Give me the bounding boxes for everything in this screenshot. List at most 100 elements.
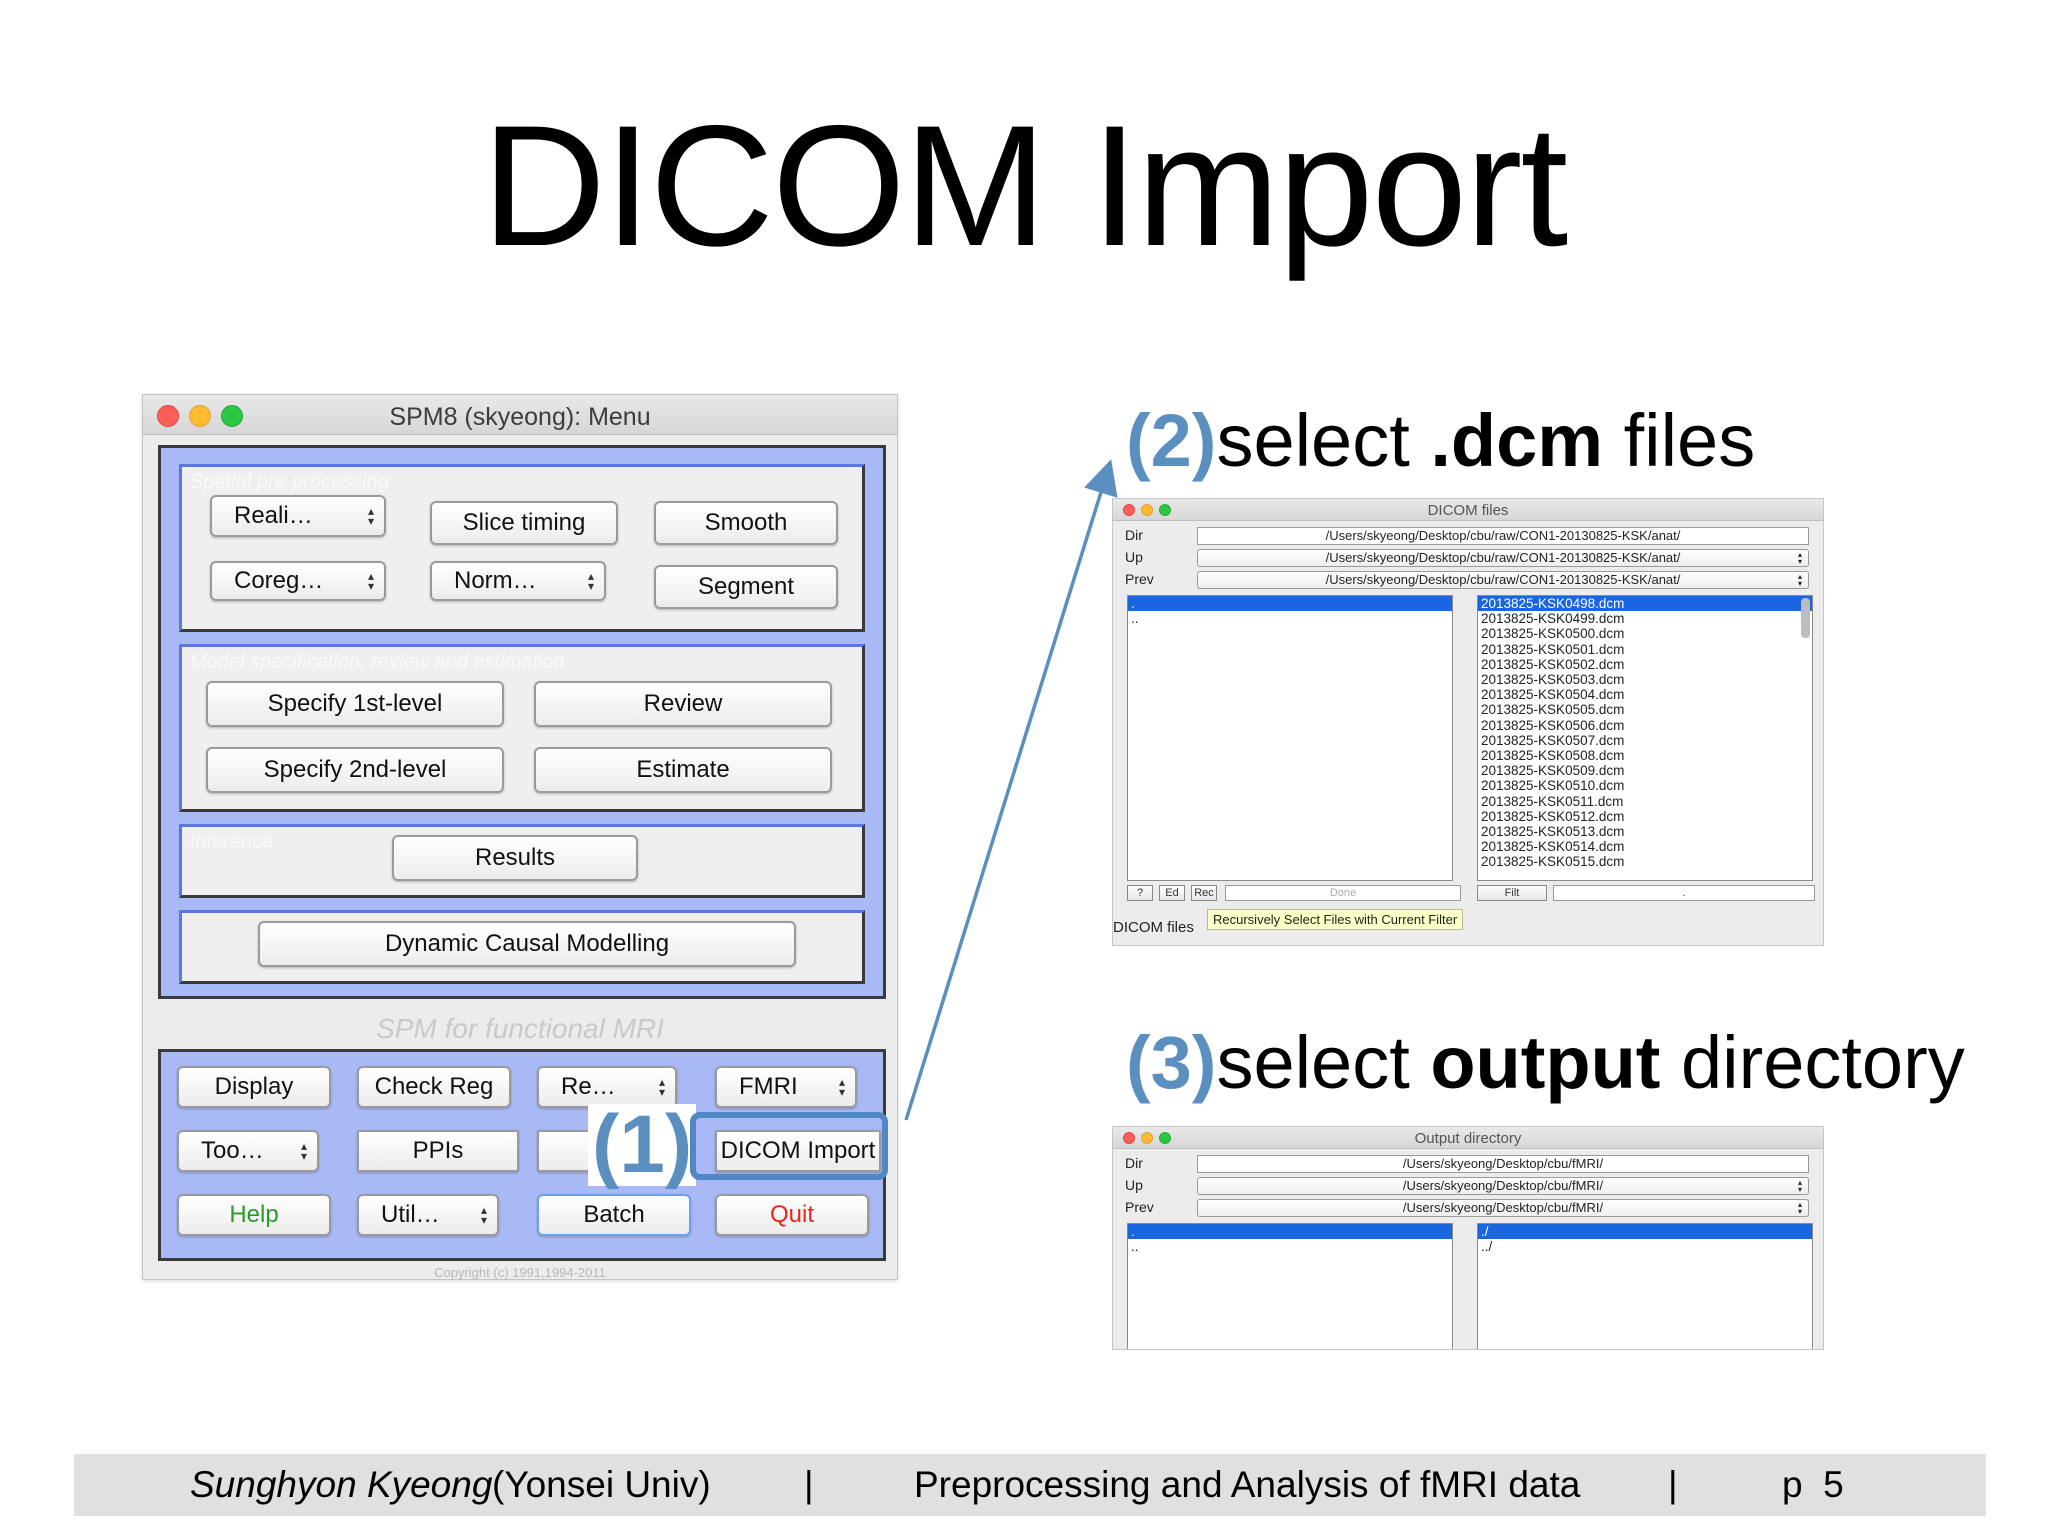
step-2-post: files [1603,399,1756,482]
fmri-select[interactable]: FMRI [715,1066,857,1108]
edit-button[interactable]: Ed [1159,885,1185,901]
list-item[interactable]: 2013825-KSK0506.dcm [1481,717,1625,733]
minimize-window-icon[interactable] [189,405,211,427]
list-item[interactable]: 2013825-KSK0508.dcm [1481,748,1625,764]
up-select[interactable]: /Users/skyeong/Desktop/cbu/raw/CON1-2013… [1197,549,1809,567]
close-window-icon[interactable] [157,405,179,427]
specify-1st-level-button[interactable]: Specify 1st-level [206,681,504,727]
output-dialog-title: Output directory [1414,1130,1522,1147]
list-item[interactable]: 2013825-KSK0499.dcm [1481,611,1625,627]
list-item[interactable]: 2013825-KSK0505.dcm [1481,702,1625,718]
zoom-window-icon[interactable] [221,405,243,427]
zoom-window-icon[interactable] [1159,504,1171,516]
step-3-post: directory [1660,1021,1965,1104]
realign-select[interactable]: Reali… [210,495,386,537]
filter-button[interactable]: Filt [1477,885,1547,901]
list-item[interactable]: 2013825-KSK0503.dcm [1481,672,1625,688]
selected-directory-list[interactable]: ./ ../ [1477,1223,1813,1349]
list-item[interactable]: 2013825-KSK0513.dcm [1481,824,1625,840]
minimize-window-icon[interactable] [1141,1132,1153,1144]
dynamic-causal-modelling-button[interactable]: Dynamic Causal Modelling [258,921,796,967]
spm-titlebar: SPM8 (skyeong): Menu [143,395,897,435]
segment-button[interactable]: Segment [654,565,838,609]
list-item[interactable]: 2013825-KSK0500.dcm [1481,626,1625,642]
list-item[interactable]: 2013825-KSK0498.dcm [1478,596,1812,612]
util-select[interactable]: Util… [357,1194,499,1236]
step-2-pre: select [1216,399,1431,482]
footer-affiliation: (Yonsei Univ) [492,1464,711,1505]
prev-label: Prev [1125,1199,1154,1215]
close-window-icon[interactable] [1123,504,1135,516]
display-button[interactable]: Display [177,1066,331,1108]
list-item[interactable]: 2013825-KSK0514.dcm [1481,839,1625,855]
list-item[interactable]: . [1128,596,1452,612]
directory-list[interactable]: . .. [1127,1223,1453,1349]
up-label: Up [1125,1177,1143,1193]
dialog-prompt: DICOM files [1113,919,1194,936]
specify-2nd-level-button[interactable]: Specify 2nd-level [206,747,504,793]
list-item[interactable]: 2013825-KSK0501.dcm [1481,641,1625,657]
footer-page-number: p 5 [1782,1464,1844,1505]
list-item[interactable]: . [1128,1224,1452,1240]
coreg-select[interactable]: Coreg… [210,561,386,601]
list-item[interactable]: 2013825-KSK0509.dcm [1481,763,1625,779]
dir-label: Dir [1125,1155,1143,1171]
step-1-label: (1) [588,1104,697,1186]
dcm-panel: Dynamic Causal Modelling [179,910,865,984]
list-item[interactable]: 2013825-KSK0511.dcm [1481,793,1624,809]
smooth-button[interactable]: Smooth [654,501,838,545]
slide-footer: Sunghyon Kyeong (Yonsei Univ) | Preproce… [74,1454,1986,1516]
list-item[interactable]: 2013825-KSK0504.dcm [1481,687,1625,703]
spatial-preprocessing-label: Spatial pre-processing [190,471,389,493]
results-button[interactable]: Results [392,835,638,881]
list-item[interactable]: 2013825-KSK0507.dcm [1481,732,1625,748]
dicom-import-button[interactable]: DICOM Import [715,1130,881,1172]
list-item[interactable]: 2013825-KSK0515.dcm [1481,854,1625,870]
step-2-number: (2) [1126,399,1217,482]
file-list[interactable]: 2013825-KSK0498.dcm 2013825-KSK0499.dcm … [1477,595,1813,881]
minimize-window-icon[interactable] [1141,504,1153,516]
list-item[interactable]: 2013825-KSK0510.dcm [1481,778,1625,794]
list-item[interactable]: 2013825-KSK0502.dcm [1481,656,1625,672]
done-button[interactable]: Done [1225,885,1461,901]
slide-title: DICOM Import [481,90,1569,282]
directory-list[interactable]: . .. [1127,595,1453,881]
step-2-heading: (2)select .dcm files [1126,404,1755,478]
spatial-preprocessing-panel: Spatial pre-processing Reali… Slice timi… [179,464,865,632]
toolbox-select[interactable]: Too… [177,1130,319,1172]
filter-input[interactable]: . [1553,885,1815,901]
output-dialog-titlebar: Output directory [1113,1127,1823,1149]
ppis-button[interactable]: PPIs [357,1130,519,1172]
list-item[interactable]: .. [1131,611,1139,627]
prev-select[interactable]: /Users/skyeong/Desktop/cbu/raw/CON1-2013… [1197,571,1809,589]
estimate-button[interactable]: Estimate [534,747,832,793]
spm-utilities-frame: Display Check Reg Re… FMRI Too… PPIs I D… [158,1049,886,1261]
footer-separator: | [804,1464,814,1505]
batch-button[interactable]: Batch [537,1194,691,1236]
step-3-bold: output [1430,1021,1661,1104]
help-button[interactable]: Help [177,1194,331,1236]
prev-label: Prev [1125,571,1154,587]
normalise-select[interactable]: Norm… [430,561,606,601]
dir-field[interactable]: /Users/skyeong/Desktop/cbu/raw/CON1-2013… [1197,527,1809,545]
file-list-scrollbar[interactable] [1801,598,1810,638]
close-window-icon[interactable] [1123,1132,1135,1144]
step-2-bold: .dcm [1430,399,1604,482]
list-item[interactable]: .. [1131,1239,1139,1255]
up-select[interactable]: /Users/skyeong/Desktop/cbu/fMRI/ [1197,1177,1809,1195]
zoom-window-icon[interactable] [1159,1132,1171,1144]
list-item[interactable]: ./ [1478,1224,1812,1240]
arrow-line [904,459,1118,1121]
quit-button[interactable]: Quit [715,1194,869,1236]
dir-field[interactable]: /Users/skyeong/Desktop/cbu/fMRI/ [1197,1155,1809,1173]
step-3-pre: select [1216,1021,1431,1104]
recursive-button[interactable]: Rec [1191,885,1217,901]
slice-timing-button[interactable]: Slice timing [430,501,618,545]
help-button[interactable]: ? [1127,885,1153,901]
list-item[interactable]: ../ [1481,1239,1493,1255]
prev-select[interactable]: /Users/skyeong/Desktop/cbu/fMRI/ [1197,1199,1809,1217]
review-button[interactable]: Review [534,681,832,727]
list-item[interactable]: 2013825-KSK0512.dcm [1481,808,1625,824]
dicom-dialog-title: DICOM files [1427,502,1509,519]
check-reg-button[interactable]: Check Reg [357,1066,511,1108]
